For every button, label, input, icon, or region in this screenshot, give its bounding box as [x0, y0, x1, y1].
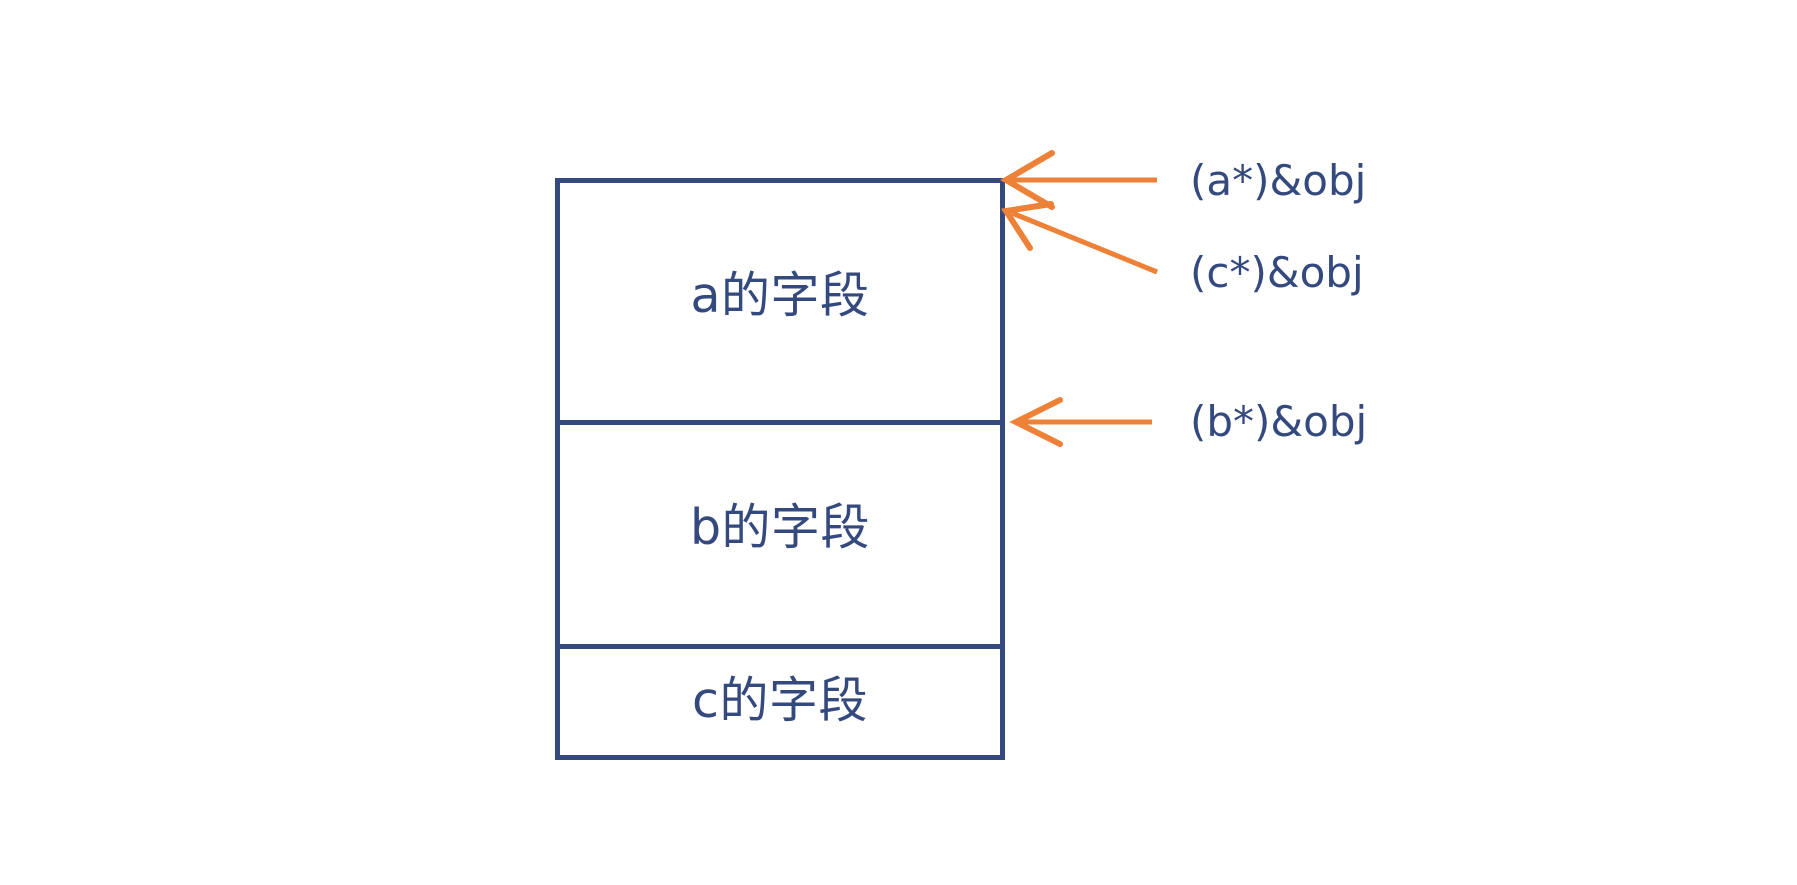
field-row-b: b的字段	[560, 425, 1000, 649]
object-layout-box: a的字段 b的字段 c的字段	[555, 178, 1005, 760]
arrow-c-pointer	[1000, 201, 1158, 275]
field-label-a: a的字段	[690, 266, 870, 324]
field-label-c: c的字段	[692, 672, 868, 730]
field-row-c: c的字段	[560, 649, 1000, 755]
arrow-a-pointer	[1000, 150, 1157, 210]
pointer-label-a: (a*)&obj	[1190, 156, 1367, 205]
pointer-label-b: (b*)&obj	[1190, 397, 1368, 446]
field-row-a: a的字段	[560, 183, 1000, 425]
field-label-b: b的字段	[689, 498, 871, 556]
arrow-b-pointer	[1009, 397, 1152, 447]
pointer-label-c: (c*)&obj	[1190, 248, 1364, 297]
